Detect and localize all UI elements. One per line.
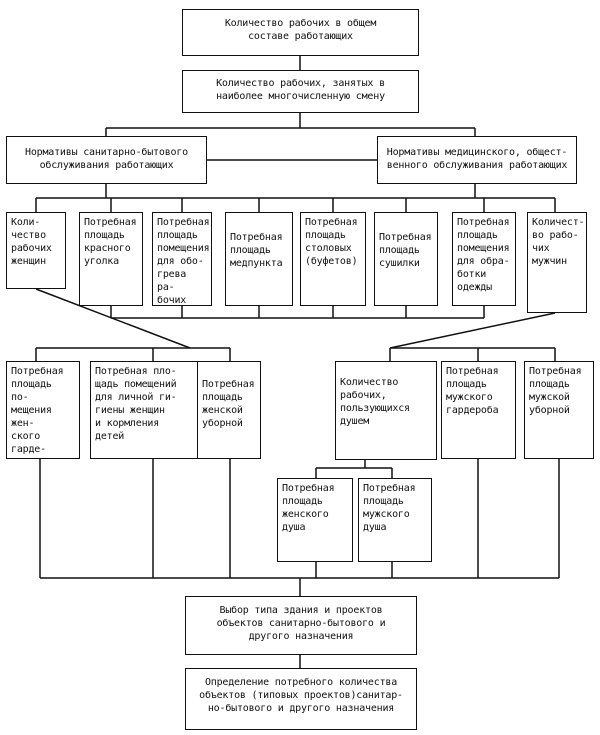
box-canteens: Потребная площадь столовых (буфетов) (300, 212, 366, 306)
box-sanitary-norms: Нормативы санитарно-бытового обслуживани… (6, 136, 207, 184)
box-shower-users: Количество рабочих, пользующихся душем (335, 361, 437, 460)
box-female-shower: Потребная площадь женского душа (277, 478, 353, 562)
box-red-corner: Потребная площадь красного уголка (79, 212, 143, 306)
box-male-wardrobe: Потребная площадь мужского гардероба (441, 361, 516, 459)
box-male-toilet: Потребная площадь мужской уборной (524, 361, 594, 459)
box-female-toilet: Потребная площадь женской уборной (197, 361, 261, 459)
box-drying-room: Потребная площадь сушилки (374, 212, 438, 306)
connector-female-diagonal (35, 288, 191, 349)
box-heating-room: Потребная площадь помещения для обо- гре… (152, 212, 212, 306)
box-male-workers: Количест- во рабо- чих мужчин (527, 212, 587, 313)
box-total-workers: Количество рабочих в общем составе работ… (182, 9, 419, 56)
box-medpoint: Потребная площадь медпункта (225, 212, 293, 306)
box-female-hygiene: Потребная пло- щадь помещений для личной… (90, 361, 213, 459)
box-female-workers: Коли- чество рабочих женщин (6, 212, 66, 289)
box-largest-shift: Количество рабочих, занятых в наиболее м… (182, 70, 419, 113)
box-female-wardrobe: Потребная площадь по- мещения жен- ского… (6, 361, 80, 459)
box-building-type: Выбор типа здания и проектов объектов са… (185, 596, 417, 655)
box-male-shower: Потребная площадь мужского душа (358, 478, 432, 562)
box-clothes-room: Потребная площадь помещения для обра- бо… (452, 212, 516, 306)
box-medical-norms: Нормативы медицинского, общест- венного … (377, 136, 577, 184)
box-objects-count: Определение потребного количества объект… (185, 668, 417, 730)
connector-male-diagonal (389, 312, 556, 349)
